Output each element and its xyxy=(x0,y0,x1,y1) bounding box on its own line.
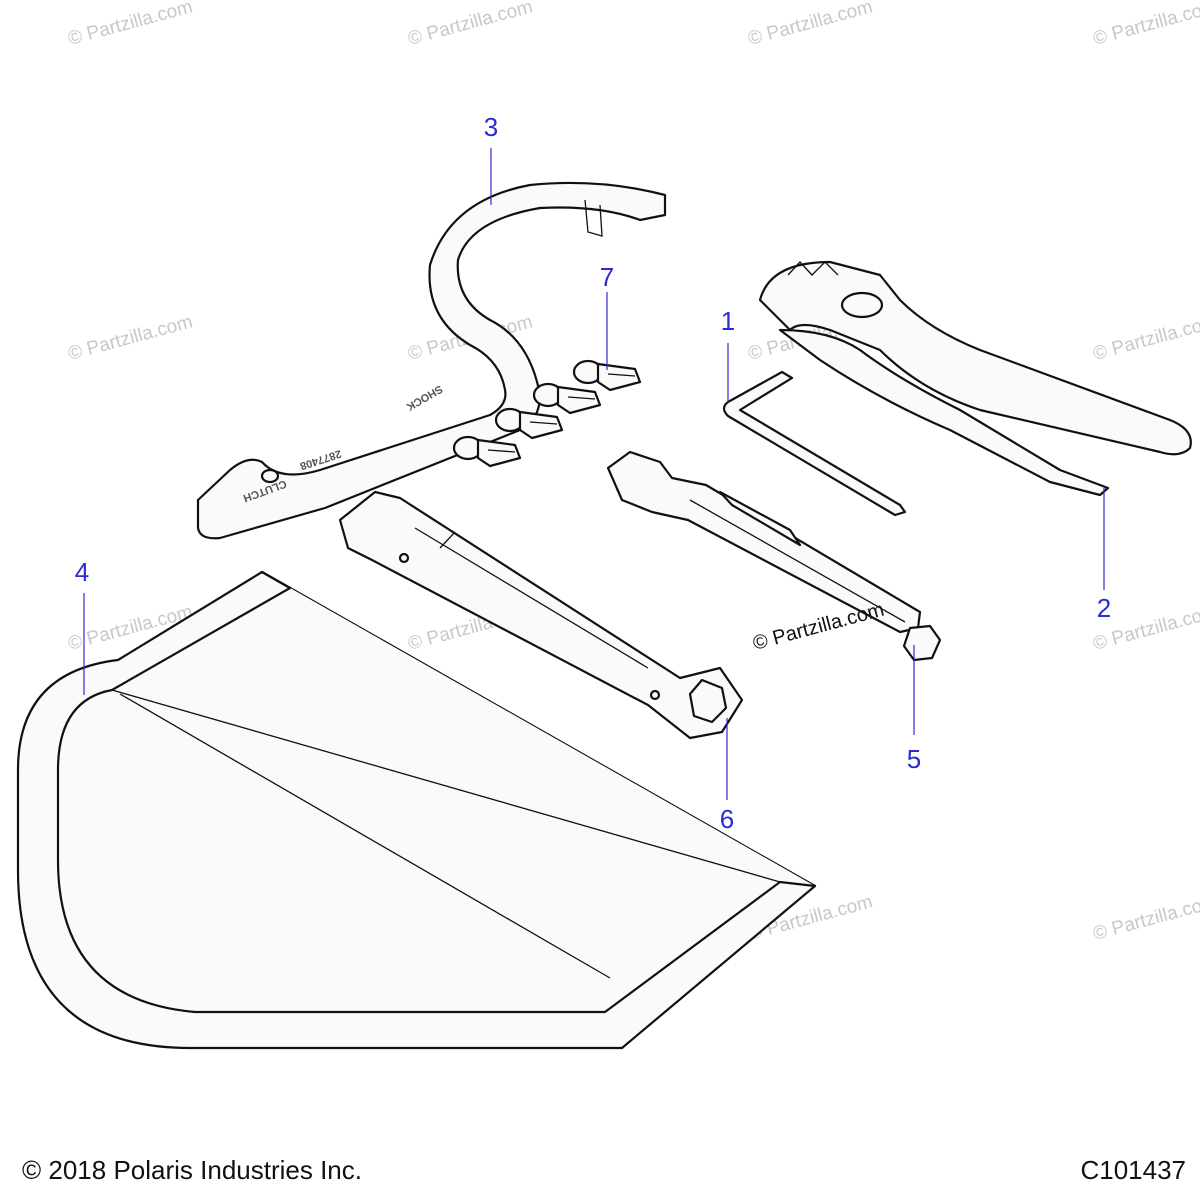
pliers xyxy=(758,260,1192,497)
callout-6: 6 xyxy=(720,804,734,834)
watermark: © Partzilla.com xyxy=(746,0,875,50)
watermark: © Partzilla.com xyxy=(66,311,195,364)
watermark-main: © Partzilla.com xyxy=(751,599,887,655)
leader-lines xyxy=(83,148,1105,800)
copyright-notice: © 2018 Polaris Industries Inc. xyxy=(22,1155,362,1185)
rivet xyxy=(572,359,642,392)
diagram-id: C101437 xyxy=(1080,1155,1186,1185)
callout-4: 4 xyxy=(75,557,89,587)
tool-pouch xyxy=(16,570,817,1050)
spanner-wrench: CLUTCH 2877408 SHOCK xyxy=(196,181,667,540)
rivet xyxy=(452,435,522,468)
torx-key xyxy=(722,370,907,517)
rivet xyxy=(494,407,564,440)
wrench-stamp-shock: SHOCK xyxy=(404,382,444,412)
watermark: © Partzilla.com xyxy=(406,0,535,50)
callout-7: 7 xyxy=(600,262,614,292)
callout-1: 1 xyxy=(721,306,735,336)
watermark: © Partzilla.com xyxy=(1091,311,1200,364)
spark-plug-socket xyxy=(338,490,744,740)
push-rivets xyxy=(452,359,642,468)
rivet xyxy=(532,382,602,415)
callout-5: 5 xyxy=(907,744,921,774)
watermark: © Partzilla.com xyxy=(1091,0,1200,50)
callouts: 1 2 3 4 5 6 7 xyxy=(75,112,1111,834)
watermark: © Partzilla.com xyxy=(66,0,195,50)
watermark: © Partzilla.com xyxy=(1091,891,1200,944)
driver-tool xyxy=(606,450,942,662)
callout-2: 2 xyxy=(1097,593,1111,623)
callout-3: 3 xyxy=(484,112,498,142)
